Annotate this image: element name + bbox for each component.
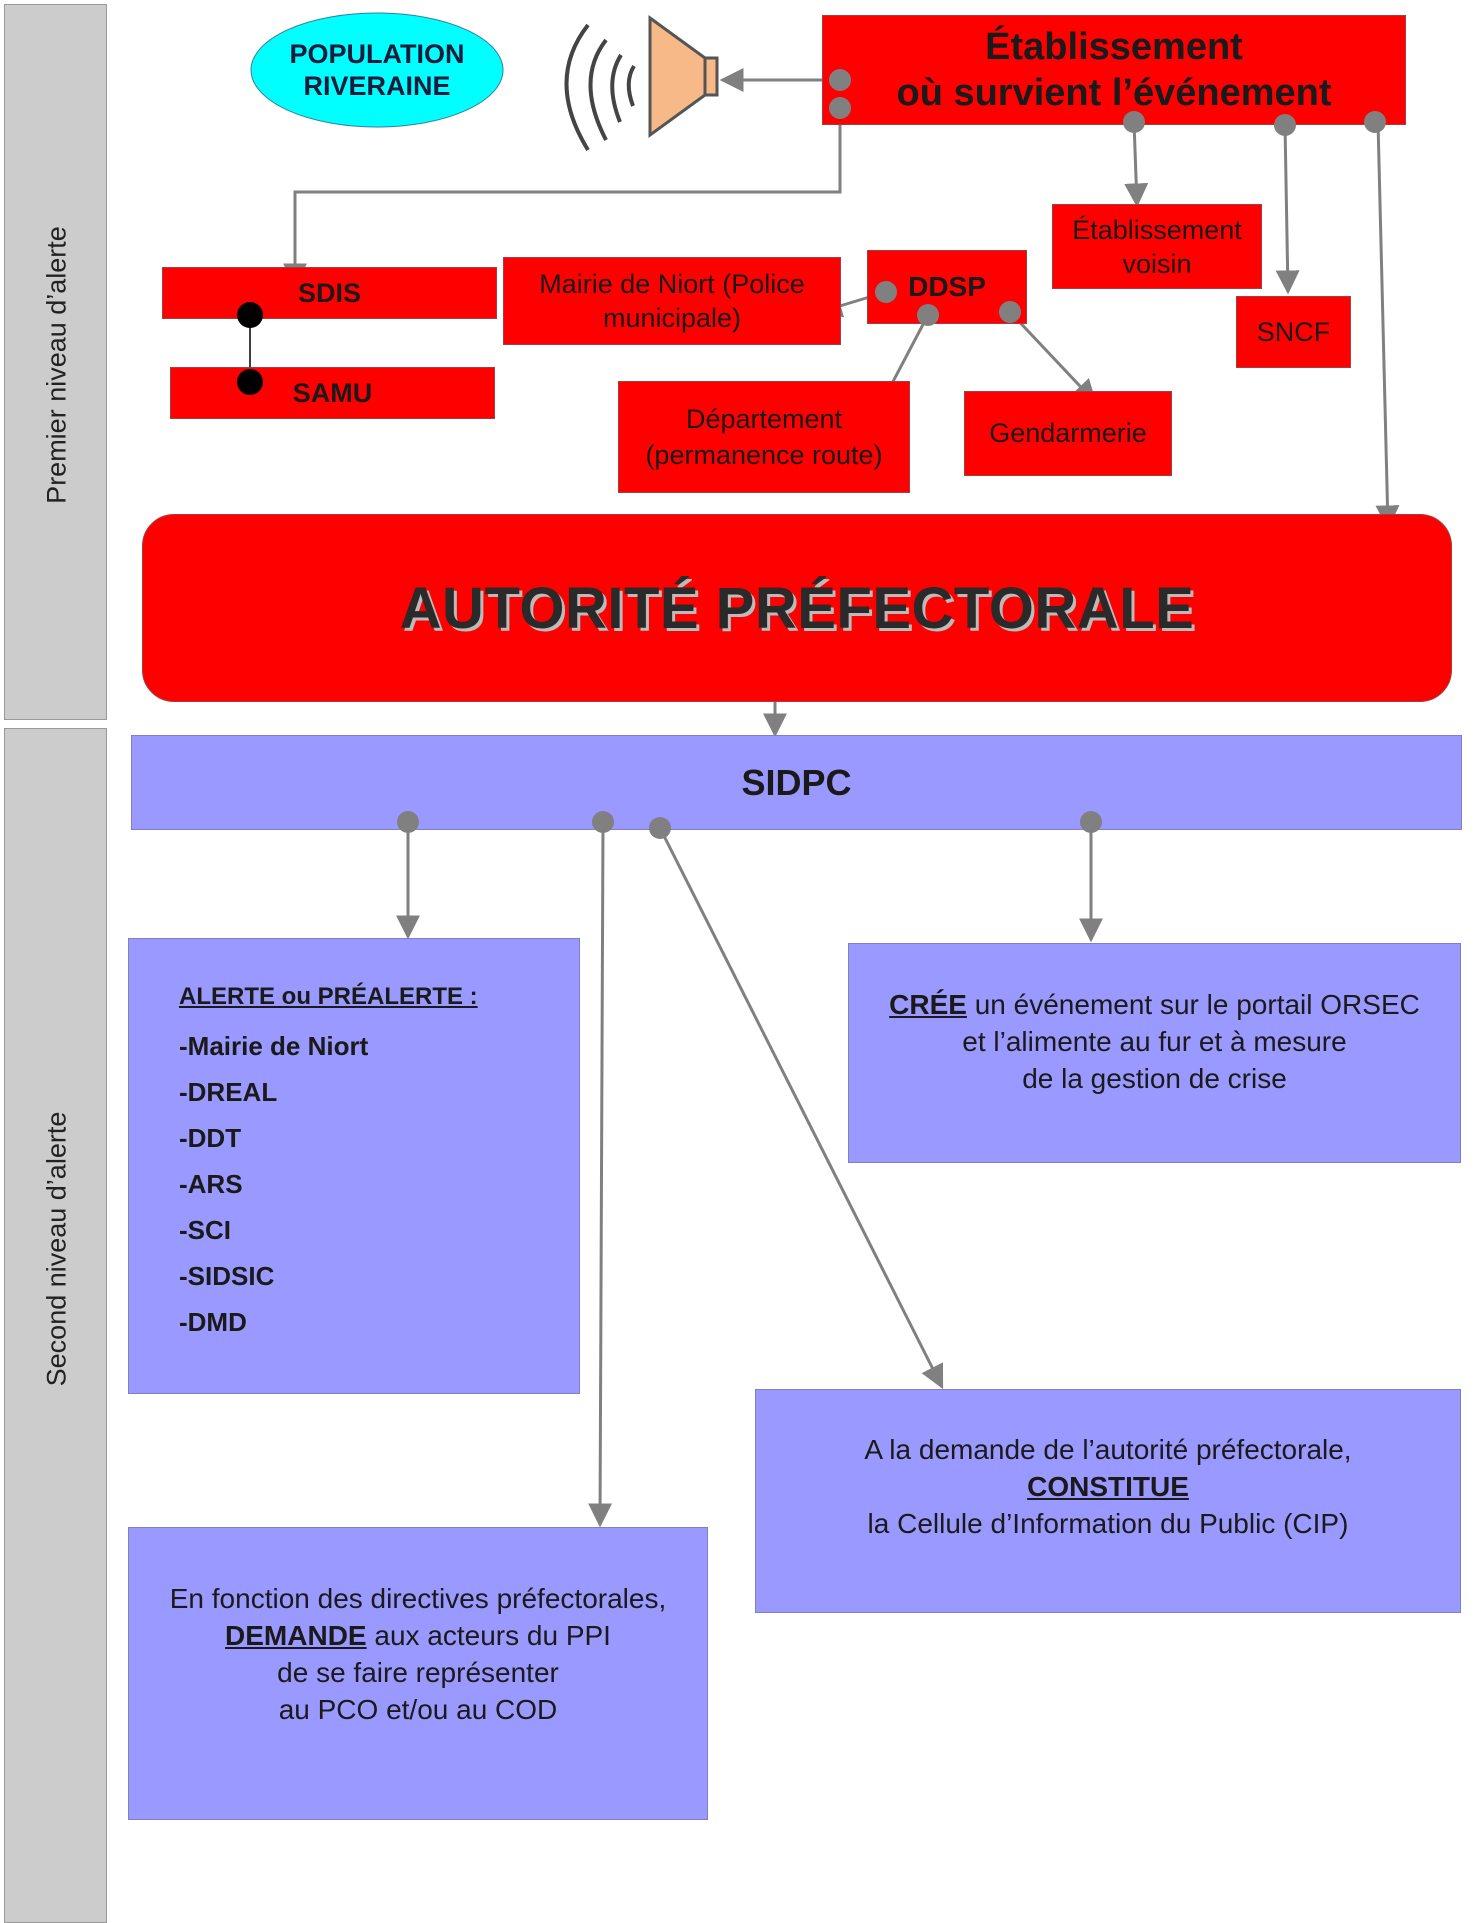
departement-line1: Département	[685, 404, 843, 434]
demande-line1: En fonction des directives préfectorales…	[169, 1582, 667, 1614]
arrow-sidpc-to-constitue	[658, 827, 944, 1390]
cree-line1: CRÉE un événement sur le portail ORSEC	[889, 986, 1420, 1023]
connector-dot	[829, 69, 851, 91]
etablissement-line2: où survient l’événement	[896, 72, 1332, 114]
demande-box: En fonction des directives préfectorales…	[128, 1527, 708, 1820]
samu-box: SAMU	[170, 367, 495, 419]
autorite-prefectorale-box: AUTORITÉ PRÉFECTORALE	[142, 514, 1452, 702]
sidpc-box: SIDPC	[131, 735, 1462, 830]
gendarmerie-box: Gendarmerie	[964, 391, 1172, 476]
sncf-box: SNCF	[1236, 296, 1351, 368]
population-riveraine: POPULATION RIVERAINE	[251, 13, 503, 127]
departement-box: Département (permanence route)	[618, 381, 910, 493]
population-ellipse	[250, 12, 504, 128]
connector-dot	[999, 301, 1021, 323]
alerte-list: -Mairie de Niort -DREAL -DDT -ARS -SCI -…	[179, 1023, 368, 1345]
etablissement-voisin-box: Établissement voisin	[1052, 204, 1262, 289]
sdis-link-dot	[237, 302, 263, 328]
demande-rest: aux acteurs du PPI	[366, 1619, 611, 1651]
demande-line3: de se faire représenter	[277, 1656, 559, 1688]
alerte-item: -DDT	[179, 1123, 242, 1153]
arrow-ddsp-to-gendarmerie	[1008, 310, 1097, 404]
connector-dot	[397, 811, 419, 833]
alerte-title: ALERTE ou PRÉALERTE :	[179, 983, 478, 1010]
connector-dot	[1080, 811, 1102, 833]
alerte-item: -SIDSIC	[179, 1261, 275, 1291]
sound-waves-icon	[564, 23, 636, 152]
alerte-item: -Mairie de Niort	[179, 1031, 369, 1061]
constitue-line1: A la demande de l’autorité préfectorale,	[864, 1433, 1352, 1465]
voisin-line1: Établissement	[1072, 214, 1242, 245]
demande-keyword: DEMANDE	[225, 1619, 367, 1651]
alerte-item: -SCI	[179, 1215, 231, 1245]
cree-keyword: CRÉE	[889, 988, 967, 1020]
constitue-line3: la Cellule d’Information du Public (CIP)	[867, 1507, 1349, 1539]
population-line1: POPULATION	[289, 39, 465, 69]
cree-rest: un événement sur le portail ORSEC	[966, 988, 1420, 1020]
cree-line2: et l’alimente au fur et à mesure	[962, 1025, 1347, 1057]
connector-dot	[649, 817, 671, 839]
voisin-line2: voisin	[1122, 248, 1192, 279]
alerte-box: ALERTE ou PRÉALERTE : -Mairie de Niort -…	[128, 938, 580, 1394]
band-second-niveau: Second niveau d’alerte	[4, 728, 107, 1923]
etablissement-box: Établissement où survient l’événement	[822, 15, 1406, 125]
etablissement-line1: Établissement	[985, 26, 1243, 68]
autorite-label: AUTORITÉ PRÉFECTORALE	[399, 575, 1195, 641]
demande-line4: au PCO et/ou au COD	[278, 1693, 558, 1725]
population-line2: RIVERAINE	[303, 71, 451, 101]
demande-line2: DEMANDE aux acteurs du PPI	[225, 1617, 611, 1654]
connector-dot	[592, 811, 614, 833]
mairie-line1: Mairie de Niort (Police	[539, 269, 805, 299]
alerte-item: -ARS	[179, 1169, 243, 1199]
mairie-line2: municipale)	[602, 303, 742, 333]
constitue-box: A la demande de l’autorité préfectorale,…	[755, 1389, 1461, 1613]
cree-box: CRÉE un événement sur le portail ORSEC e…	[848, 943, 1461, 1163]
sdis-label: SDIS	[297, 277, 362, 308]
sdis-box: SDIS	[162, 267, 497, 319]
connector-dot	[1274, 114, 1296, 136]
band-premier-niveau: Premier niveau d’alerte	[4, 4, 107, 720]
arrow-etab-to-sdis	[283, 108, 842, 288]
sidpc-label: SIDPC	[741, 761, 852, 803]
arrow-etab-to-voisin	[1124, 121, 1149, 208]
arrow-etab-to-autorite	[1375, 121, 1400, 530]
connector-dot	[1364, 111, 1386, 133]
sncf-label: SNCF	[1256, 316, 1331, 347]
connector-dot	[917, 304, 939, 326]
alerte-item: -DREAL	[179, 1077, 278, 1107]
mairie-box: Mairie de Niort (Police municipale)	[503, 257, 841, 345]
speaker-icon	[648, 15, 719, 138]
connector-dot	[829, 97, 851, 119]
connector-dot	[875, 281, 897, 303]
ddsp-label: DDSP	[908, 271, 986, 302]
arrow-etab-to-sncf	[1275, 124, 1300, 295]
samu-link-dot	[237, 369, 263, 395]
alerte-item: -DMD	[179, 1307, 247, 1337]
gendarmerie-label: Gendarmerie	[989, 418, 1147, 448]
samu-label: SAMU	[292, 377, 373, 408]
arrow-sidpc-to-demande	[588, 821, 613, 1528]
constitue-keyword: CONSTITUE	[1027, 1470, 1189, 1502]
connector-dot	[1123, 111, 1145, 133]
departement-line2: (permanence route)	[645, 440, 883, 470]
cree-line3: de la gestion de crise	[1022, 1062, 1287, 1094]
